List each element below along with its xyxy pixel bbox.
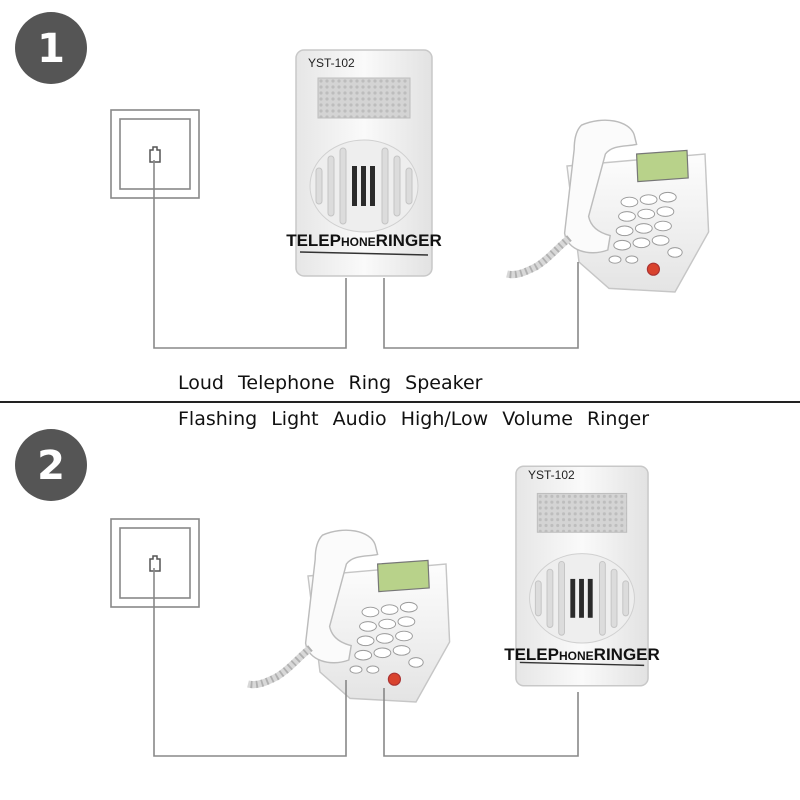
wires-1 (153, 160, 579, 349)
ringer-device-2: YST-102 TELEPHONERINGER (504, 465, 660, 687)
step-1-number: 1 (37, 26, 65, 72)
wires-2 (153, 568, 579, 757)
caption-line-2: Flashing Light Audio High/Low Volume Rin… (178, 408, 650, 430)
wall-socket-1 (110, 109, 200, 199)
ringer-brand-label-1: TELEPHONERINGER (286, 231, 442, 250)
step-2-number: 2 (37, 443, 65, 489)
telephone-2 (248, 530, 450, 702)
telephone-1 (507, 120, 709, 292)
ringer-brand-label-2: TELEPHONERINGER (504, 645, 660, 664)
ringer-model-label-2: YST-102 (528, 468, 575, 482)
ringer-device-1: YST-102 TELEPHONERINGER (286, 49, 442, 277)
caption-line-1: Loud Telephone Ring Speaker (178, 372, 483, 394)
wall-socket-2 (110, 518, 200, 608)
step-1-badge: 1 (15, 12, 87, 84)
step-2-badge: 2 (15, 429, 87, 501)
ringer-model-label-1: YST-102 (308, 56, 355, 70)
